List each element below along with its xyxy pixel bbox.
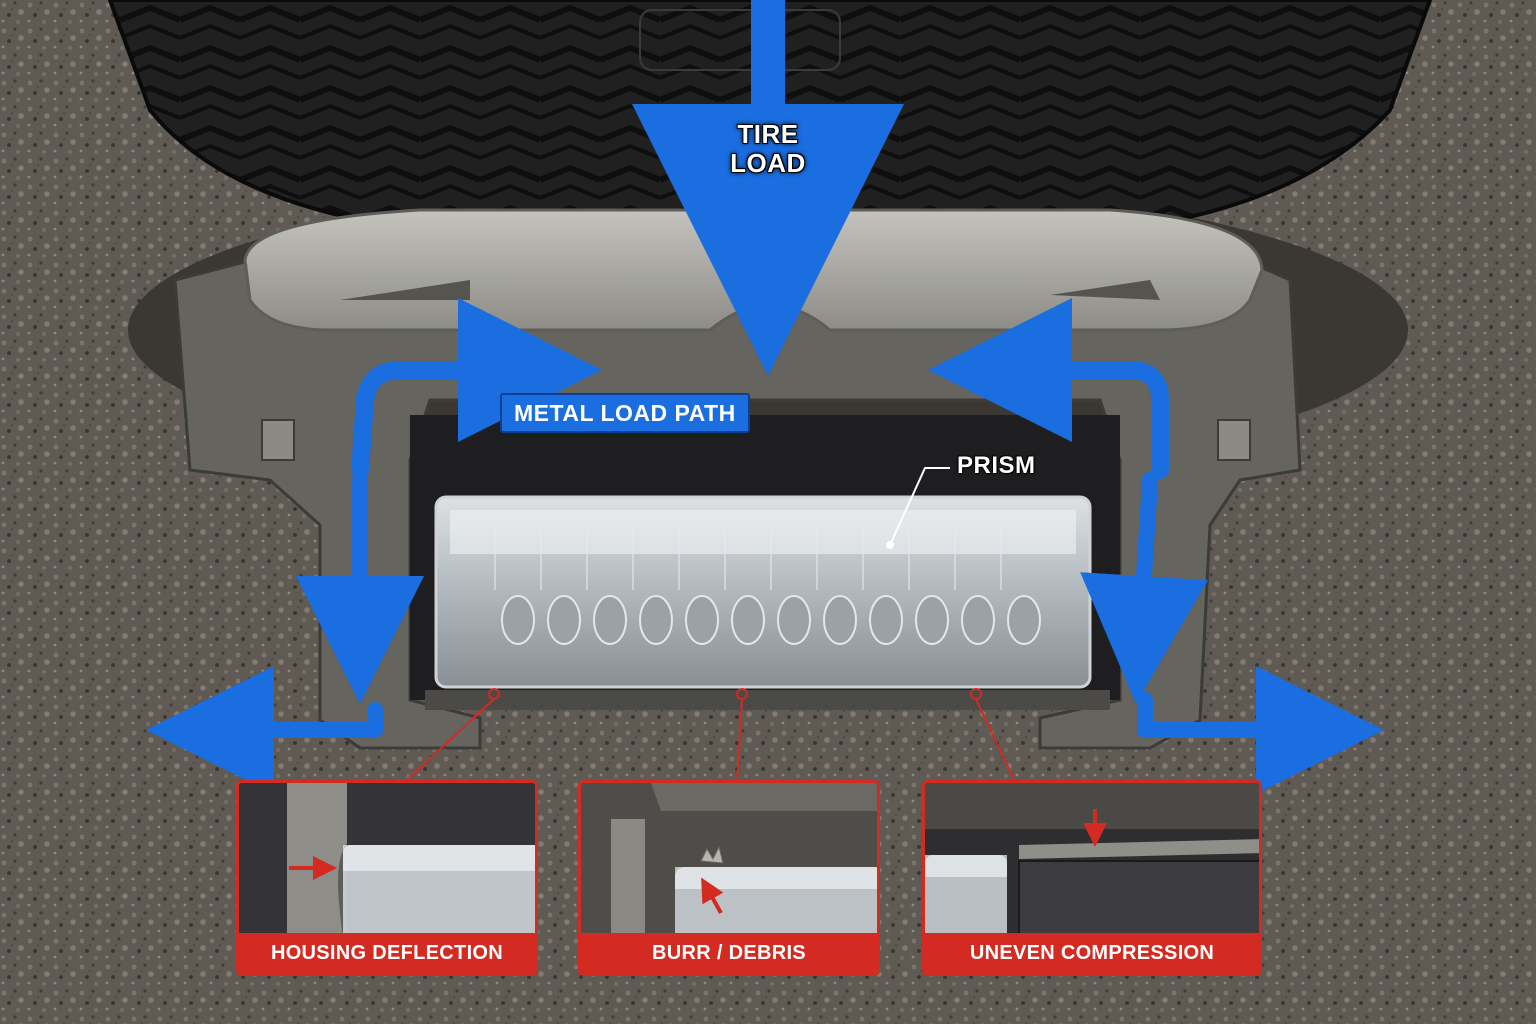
load-path-arrows [146,0,1384,794]
prism [434,495,1092,689]
prism-cell [1007,595,1041,645]
inset-title: HOUSING DEFLECTION [239,933,535,973]
prism-cell [547,595,581,645]
prism-label: PRISM [957,452,1036,479]
prism-cell [869,595,903,645]
metal-load-path-label: METAL LOAD PATH [500,393,750,433]
inset-uneven-compression: UNEVEN COMPRESSION [922,780,1262,976]
failure-callouts [404,688,1016,783]
inset-burr-debris: BURR / DEBRIS [578,780,880,976]
prism-callout [886,467,950,549]
prism-cell [777,595,811,645]
prism-cell [593,595,627,645]
prism-cell [915,595,949,645]
tire-load-label: TIRE LOAD [730,119,806,178]
prism-cell [823,595,857,645]
prism-cell [731,595,765,645]
inset-housing-deflection: HOUSING DEFLECTION [236,780,538,976]
prism-cell [685,595,719,645]
prism-cell [639,595,673,645]
inset-title: UNEVEN COMPRESSION [925,933,1259,973]
inset-title: BURR / DEBRIS [581,933,877,973]
prism-cell [501,595,535,645]
prism-cell [961,595,995,645]
